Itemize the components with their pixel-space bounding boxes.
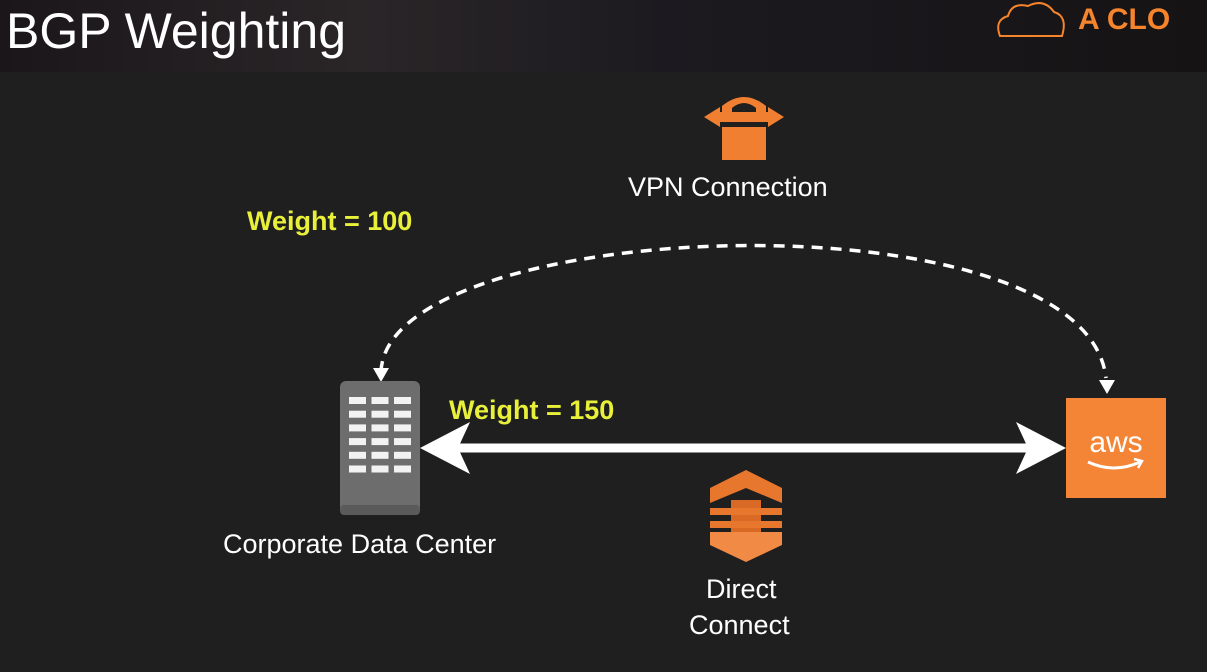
dx-arrowhead-right bbox=[1016, 422, 1066, 474]
direct-connect-label-1: Direct bbox=[706, 574, 777, 604]
dx-arrowhead-left bbox=[420, 422, 470, 474]
window-icon bbox=[371, 438, 389, 446]
window-icon bbox=[371, 465, 389, 473]
window-icon bbox=[371, 424, 389, 432]
window-icon bbox=[394, 438, 411, 446]
window-icon bbox=[349, 451, 366, 459]
window-icon bbox=[394, 451, 411, 459]
window-icon bbox=[349, 465, 366, 473]
window-icon bbox=[349, 424, 366, 432]
window-icon bbox=[349, 438, 366, 446]
window-icon bbox=[371, 397, 389, 404]
vpn-arrowhead-right bbox=[1099, 380, 1115, 394]
vpn-weight-label: Weight = 100 bbox=[247, 206, 413, 236]
window-icon bbox=[394, 410, 411, 418]
brand-name: A CLO bbox=[1078, 3, 1171, 36]
vpn-connection-label: VPN Connection bbox=[628, 172, 828, 202]
datacenter-icon bbox=[340, 381, 420, 515]
window-icon bbox=[349, 397, 366, 404]
svg-text:aws: aws bbox=[1089, 426, 1142, 459]
window-icon bbox=[394, 397, 411, 404]
aws-logo-icon: aws bbox=[1066, 398, 1166, 498]
vpn-lock-icon bbox=[704, 97, 784, 160]
window-icon bbox=[394, 424, 411, 432]
brand-logo: A CLO bbox=[994, 0, 1170, 40]
window-icon bbox=[349, 410, 366, 418]
datacenter-label: Corporate Data Center bbox=[223, 529, 497, 559]
window-icon bbox=[394, 465, 411, 473]
direct-connect-weight-label: Weight = 150 bbox=[449, 395, 615, 425]
window-icon bbox=[371, 451, 389, 459]
window-icon bbox=[371, 410, 389, 418]
direct-connect-icon bbox=[710, 470, 782, 562]
vpn-dashed-path bbox=[379, 243, 1108, 379]
vpn-arrowhead-left bbox=[373, 368, 389, 382]
slide-title: BGP Weighting bbox=[6, 3, 347, 59]
cloud-logo-icon bbox=[997, 2, 1065, 37]
slide-header: BGP Weighting A CLO bbox=[0, 0, 1207, 72]
direct-connect-label-2: Connect bbox=[689, 610, 790, 640]
